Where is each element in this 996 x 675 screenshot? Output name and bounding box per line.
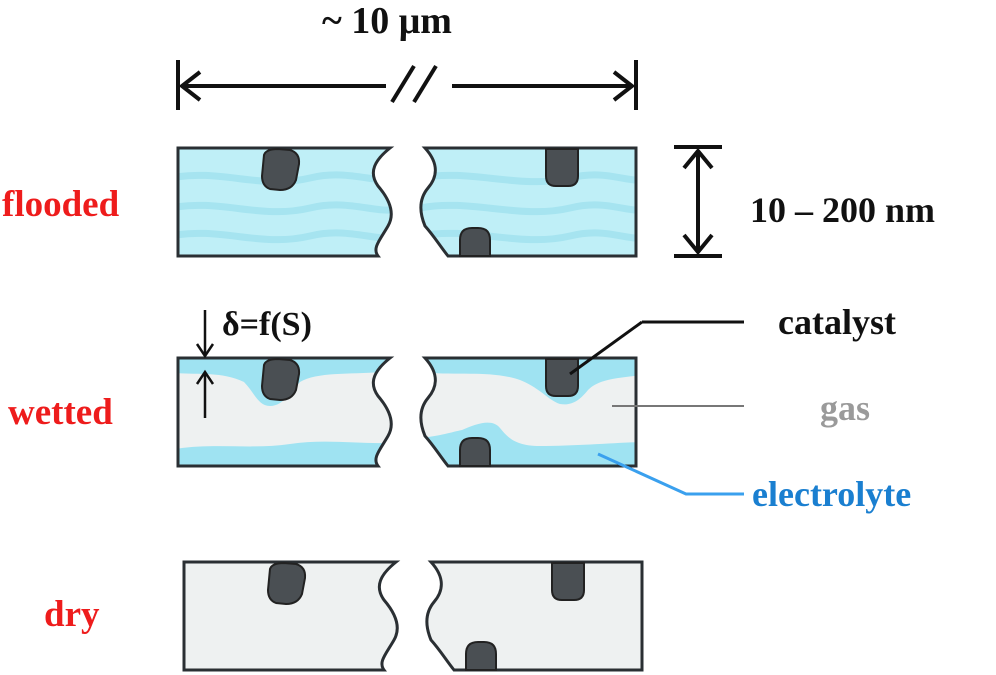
film-thickness-arrows — [195, 310, 215, 418]
electrolyte-leader — [597, 452, 744, 496]
length-dimension — [176, 60, 638, 110]
thickness-dimension — [674, 145, 722, 258]
catalyst-leader — [569, 320, 643, 376]
dry-pore — [182, 560, 644, 672]
flooded-pore — [176, 146, 638, 258]
delta-label: δ=f(S) — [222, 306, 312, 343]
state-label-flooded: flooded — [2, 184, 120, 225]
legend-gas: gas — [820, 388, 871, 428]
wetted-pore — [176, 356, 638, 468]
length-label: ~ 10 μm — [322, 0, 452, 42]
state-label-dry: dry — [44, 594, 100, 635]
state-label-wetted: wetted — [8, 392, 113, 433]
legend-electrolyte: electrolyte — [752, 474, 912, 514]
legend-catalyst: catalyst — [778, 302, 896, 342]
thickness-label: 10 – 200 nm — [750, 190, 936, 230]
